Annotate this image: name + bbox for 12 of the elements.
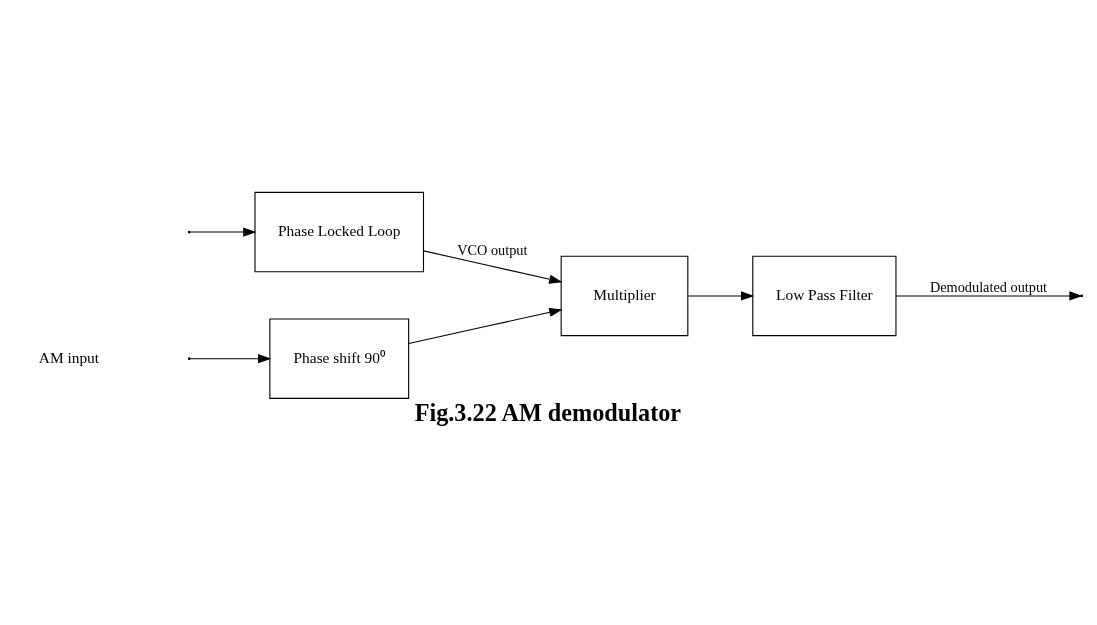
node-box: Phase shift 90⁰: [269, 318, 410, 399]
arrow: [189, 353, 272, 363]
node-box: Phase Locked Loop: [254, 191, 425, 272]
node-box: Multiplier: [560, 255, 689, 336]
arrow: [423, 249, 563, 284]
edge-label: Demodulated output: [929, 278, 1048, 295]
edge-label: VCO output: [457, 241, 528, 258]
arrow: [408, 307, 563, 344]
arrow: [687, 290, 755, 301]
label: AM input: [38, 348, 100, 366]
caption: Fig.3.22 AM demodulator: [414, 398, 682, 426]
node-box: Low Pass Filter: [752, 255, 897, 336]
